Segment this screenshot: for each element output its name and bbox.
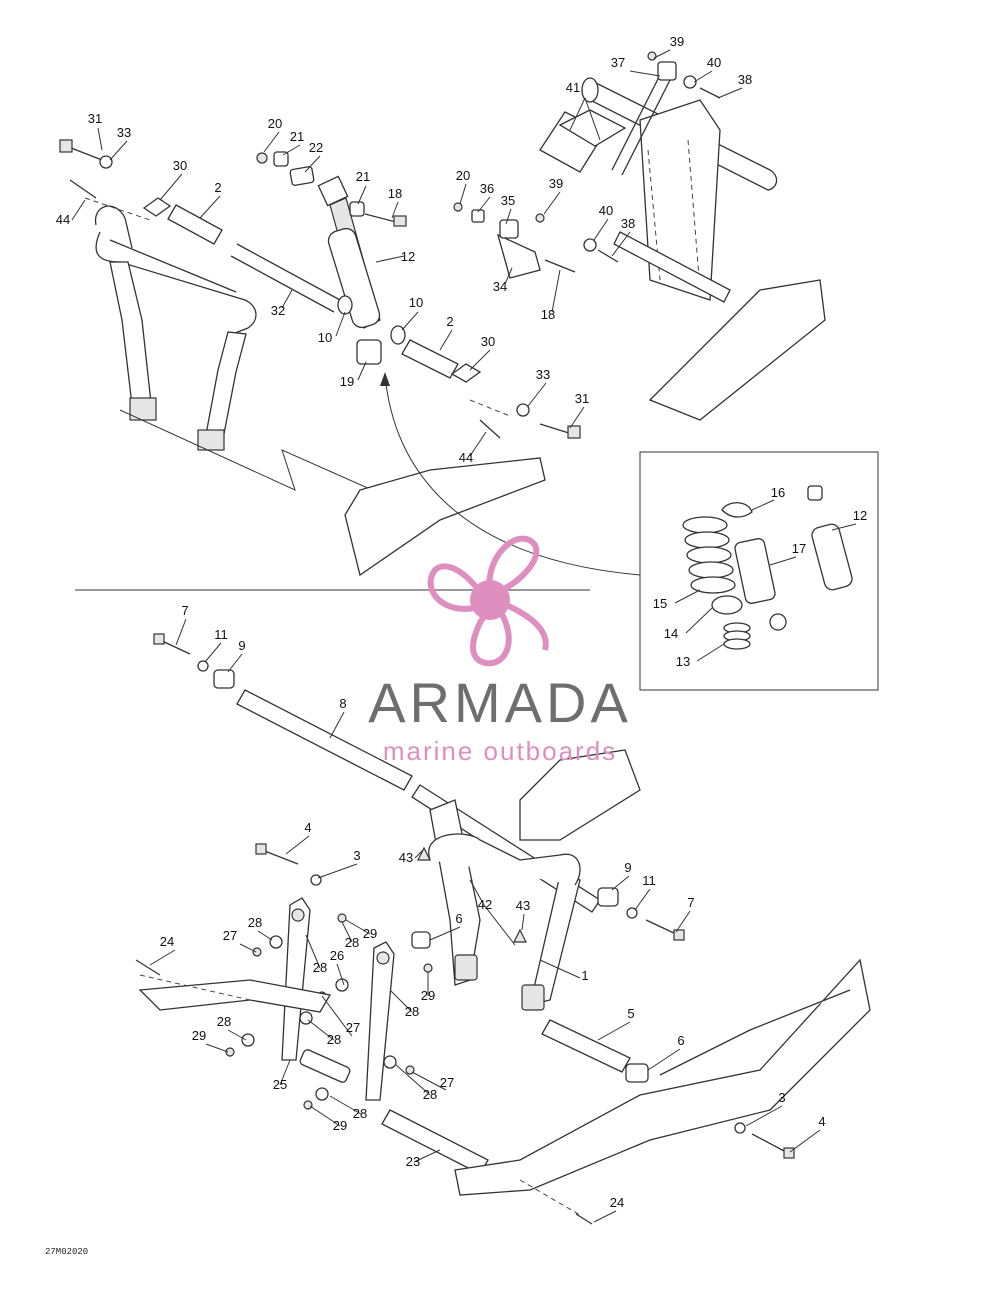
callout-27: 27 [440, 1075, 454, 1090]
callout-23: 23 [406, 1154, 420, 1169]
callout-25: 25 [273, 1077, 287, 1092]
callout-40: 40 [599, 203, 613, 218]
callout-39: 39 [549, 176, 563, 191]
callout-31: 31 [88, 111, 102, 126]
callout-8: 8 [339, 696, 346, 711]
callout-9: 9 [238, 638, 245, 653]
rear-bracket-assembly [453, 49, 826, 421]
callout-28: 28 [423, 1087, 437, 1102]
callout-43: 43 [516, 898, 530, 913]
callout-9: 9 [624, 860, 631, 875]
callout-44: 44 [56, 212, 70, 227]
shock-detail-inset [639, 451, 879, 691]
callout-18: 18 [388, 186, 402, 201]
diagram-code: 27M02020 [45, 1247, 88, 1257]
propeller-icon [427, 535, 549, 667]
callout-21: 21 [356, 169, 370, 184]
callout-5: 5 [627, 1006, 634, 1021]
callout-16: 16 [771, 485, 785, 500]
callout-11: 11 [214, 627, 228, 642]
callout-43: 43 [399, 850, 413, 865]
callout-15: 15 [653, 596, 667, 611]
callout-21: 21 [290, 129, 304, 144]
callout-20: 20 [456, 168, 470, 183]
callout-30: 30 [173, 158, 187, 173]
callout-3: 3 [353, 848, 360, 863]
callout-26: 26 [330, 948, 344, 963]
callout-37: 37 [611, 55, 625, 70]
callout-24: 24 [160, 934, 174, 949]
callout-7: 7 [687, 895, 694, 910]
callout-27: 27 [223, 928, 237, 943]
callout-4: 4 [818, 1114, 825, 1129]
callout-29: 29 [333, 1118, 347, 1133]
callout-29: 29 [421, 988, 435, 1003]
callout-27: 27 [346, 1020, 360, 1035]
callout-32: 32 [271, 303, 285, 318]
callout-33: 33 [117, 125, 131, 140]
callout-20: 20 [268, 116, 282, 131]
callout-28: 28 [405, 1004, 419, 1019]
front-shock-assembly [59, 127, 641, 577]
callout-11: 11 [642, 873, 656, 888]
callout-10: 10 [409, 295, 423, 310]
callout-31: 31 [575, 391, 589, 406]
callout-33: 33 [536, 367, 550, 382]
callout-44: 44 [459, 450, 473, 465]
callout-2: 2 [214, 180, 221, 195]
callout-38: 38 [621, 216, 635, 231]
armada-watermark: ARMADA marine outboards [368, 535, 632, 766]
callout-35: 35 [501, 193, 515, 208]
callout-30: 30 [481, 334, 495, 349]
callout-42: 42 [478, 897, 492, 912]
callout-14: 14 [664, 626, 678, 641]
callout-29: 29 [192, 1028, 206, 1043]
callout-28: 28 [313, 960, 327, 975]
callout-2: 2 [446, 314, 453, 329]
callout-7: 7 [181, 603, 188, 618]
callout-39: 39 [670, 34, 684, 49]
watermark-subtitle: marine outboards [383, 736, 617, 766]
callout-29: 29 [363, 926, 377, 941]
callout-28: 28 [353, 1106, 367, 1121]
callout-28: 28 [248, 915, 262, 930]
callout-38: 38 [738, 72, 752, 87]
callout-24: 24 [610, 1195, 624, 1210]
callout-19: 19 [340, 374, 354, 389]
callout-28: 28 [217, 1014, 231, 1029]
callout-18: 18 [541, 307, 555, 322]
callout-28: 28 [345, 935, 359, 950]
callout-4: 4 [304, 820, 311, 835]
callout-40: 40 [707, 55, 721, 70]
callout-12: 12 [853, 508, 867, 523]
callout-6: 6 [455, 911, 462, 926]
callout-6: 6 [677, 1033, 684, 1048]
callout-28: 28 [327, 1032, 341, 1047]
callout-1: 1 [581, 968, 588, 983]
callout-10: 10 [318, 330, 332, 345]
callout-36: 36 [480, 181, 494, 196]
watermark-title: ARMADA [368, 671, 632, 734]
callout-34: 34 [493, 279, 507, 294]
callout-22: 22 [309, 140, 323, 155]
callout-41: 41 [566, 80, 580, 95]
callout-17: 17 [792, 541, 806, 556]
callout-12: 12 [401, 249, 415, 264]
callout-3: 3 [778, 1090, 785, 1105]
callout-13: 13 [676, 654, 690, 669]
rear-suspension-assembly [135, 618, 871, 1225]
